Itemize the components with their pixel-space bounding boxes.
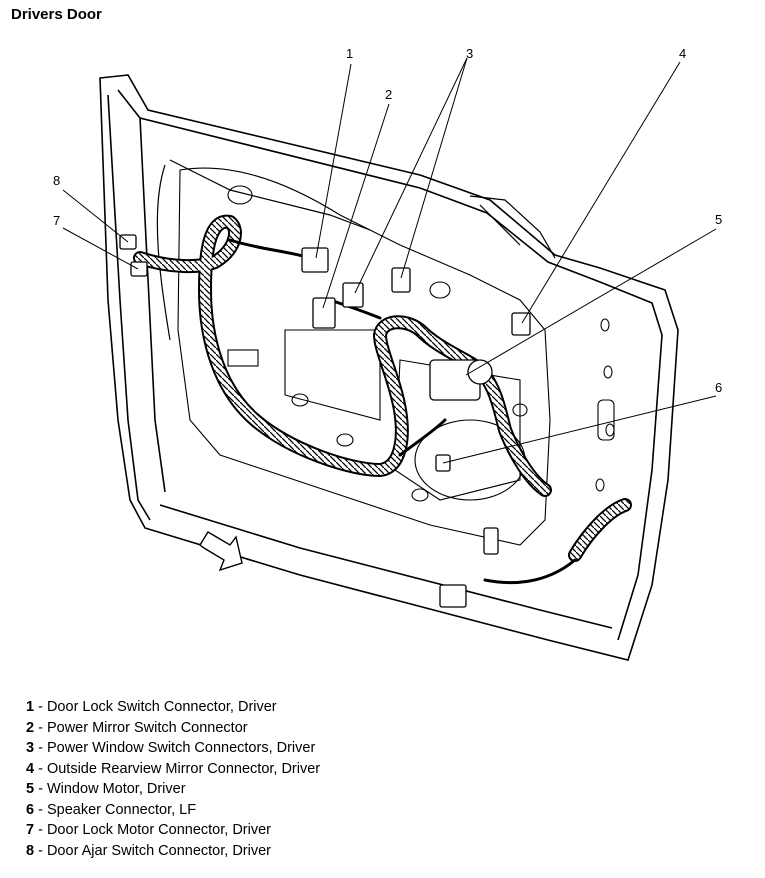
door-wiring-diagram: 1 2 3 4 5 6 7 8	[53, 46, 722, 661]
diagram-title: Drivers Door	[11, 6, 102, 23]
inner-panel	[177, 167, 615, 546]
forward-arrow	[199, 531, 243, 572]
legend-text: - Power Mirror Switch Connector	[34, 719, 248, 736]
door-shell	[99, 74, 679, 661]
leader-lines	[62, 57, 717, 464]
legend: 1 - Door Lock Switch Connector, Driver 2…	[26, 697, 320, 861]
legend-text: - Door Lock Motor Connector, Driver	[34, 822, 271, 838]
legend-item: 7 - Door Lock Motor Connector, Driver	[26, 820, 320, 841]
upper-trim	[156, 159, 556, 341]
power-window-switch-connector-b	[391, 267, 411, 293]
wiring-harness	[133, 214, 632, 585]
legend-number: 5	[26, 781, 35, 797]
legend-text: - Power Window Switch Connectors, Driver	[34, 740, 316, 756]
power-window-switch-connector-a	[342, 282, 364, 308]
legend-text: - Outside Rearview Mirror Connector, Dri…	[34, 760, 321, 777]
legend-number: 6	[26, 801, 35, 818]
legend-item: 4 - Outside Rearview Mirror Connector, D…	[26, 759, 320, 780]
callout-2: 2	[385, 87, 392, 102]
legend-number: 1	[26, 699, 35, 715]
callout-6: 6	[715, 380, 722, 395]
legend-number: 3	[26, 740, 35, 756]
legend-number: 7	[26, 822, 35, 838]
legend-text: - Door Lock Switch Connector, Driver	[34, 699, 277, 715]
legend-text: - Door Ajar Switch Connector, Driver	[34, 842, 271, 859]
door-lock-motor-connector	[130, 261, 148, 277]
legend-item: 5 - Window Motor, Driver	[26, 779, 320, 800]
door-lock-switch-connector	[301, 247, 329, 273]
legend-item: 2 - Power Mirror Switch Connector	[26, 718, 320, 739]
lower-connector	[439, 584, 467, 608]
legend-text: - Window Motor, Driver	[34, 781, 186, 797]
legend-number: 4	[26, 760, 35, 777]
callout-5: 5	[715, 212, 722, 227]
legend-item: 1 - Door Lock Switch Connector, Driver	[26, 697, 320, 718]
legend-number: 8	[26, 842, 35, 859]
legend-item: 3 - Power Window Switch Connectors, Driv…	[26, 738, 320, 759]
callout-1: 1	[346, 46, 353, 61]
window-motor-hub	[467, 359, 493, 385]
callout-8: 8	[53, 173, 60, 188]
connectors	[119, 234, 531, 608]
callout-7: 7	[53, 213, 60, 228]
legend-item: 6 - Speaker Connector, LF	[26, 800, 320, 821]
legend-number: 2	[26, 719, 35, 736]
callout-3: 3	[466, 46, 473, 61]
outside-mirror-connector	[511, 312, 531, 336]
legend-text: - Speaker Connector, LF	[34, 801, 197, 818]
hinge-connector	[483, 527, 499, 555]
power-mirror-switch-connector	[312, 297, 336, 329]
legend-item: 8 - Door Ajar Switch Connector, Driver	[26, 841, 320, 862]
callout-4: 4	[679, 46, 686, 61]
